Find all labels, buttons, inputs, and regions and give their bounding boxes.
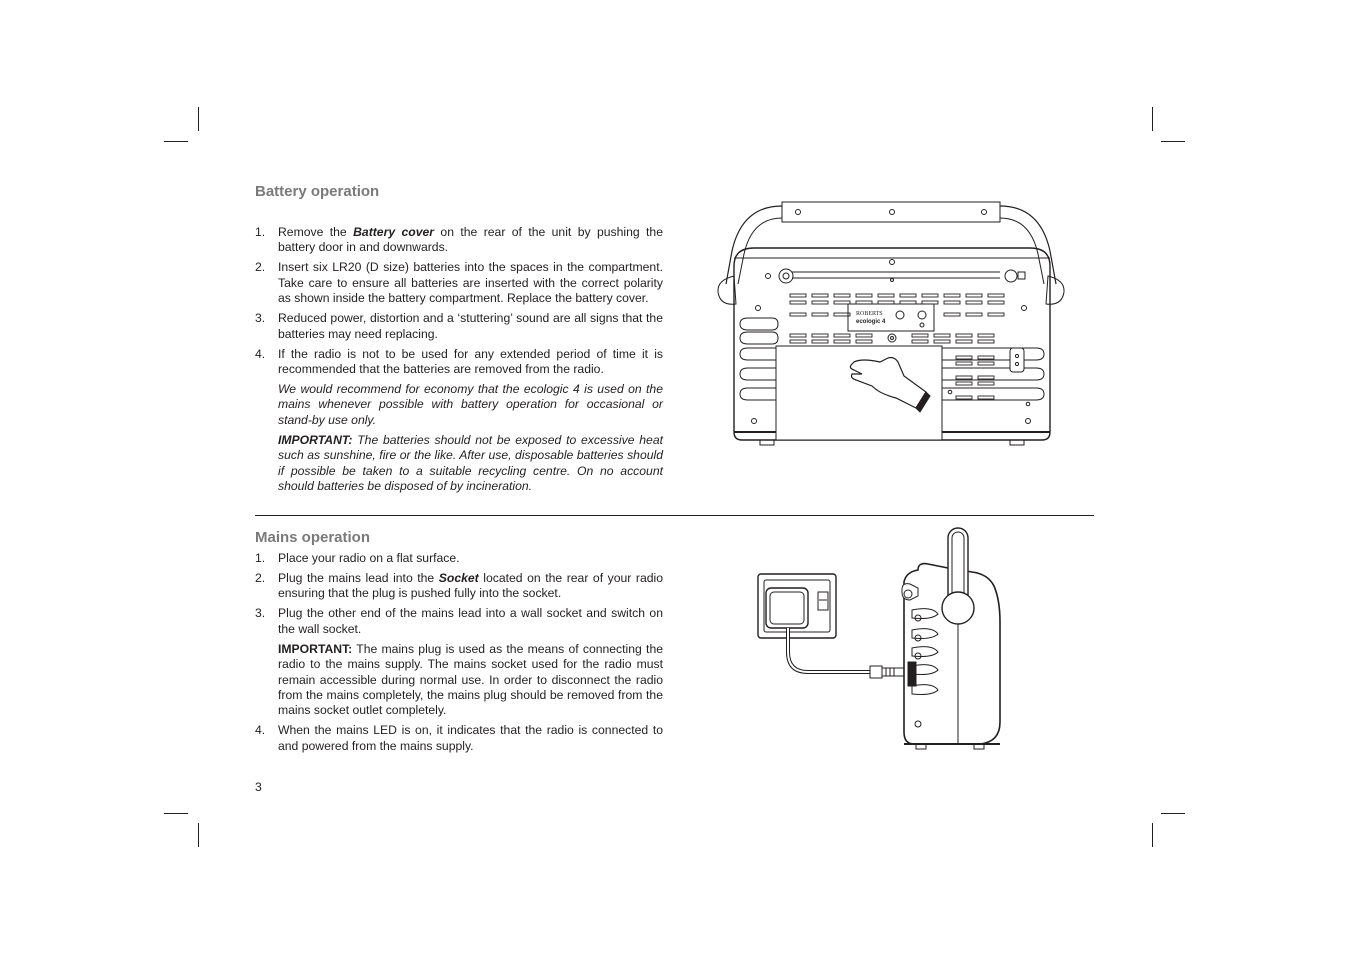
section-divider bbox=[255, 515, 1094, 516]
crop-mark bbox=[1161, 813, 1185, 814]
battery-cover-term: Battery cover bbox=[353, 225, 435, 239]
brand-label: ROBERTS bbox=[856, 311, 883, 317]
list-item: 3. Plug the other end of the mains lead … bbox=[255, 606, 663, 718]
crop-mark bbox=[1152, 107, 1153, 131]
list-item: 2. Plug the mains lead into the Socket l… bbox=[255, 571, 664, 601]
item-number: 4. bbox=[255, 346, 266, 361]
crop-mark bbox=[164, 813, 188, 814]
item-number: 2. bbox=[255, 571, 266, 585]
list-item: 1. Place your radio on a flat surface. bbox=[255, 551, 460, 565]
crop-mark bbox=[1152, 823, 1153, 847]
list-item: 2. Insert six LR20 (D size) batteries in… bbox=[255, 260, 663, 306]
battery-important-note: IMPORTANT: The batteries should not be e… bbox=[278, 432, 663, 494]
item-number: 3. bbox=[255, 311, 266, 326]
list-item: 3. Reduced power, distortion and a ‘stut… bbox=[255, 311, 663, 341]
radio-rear-illustration: ROBERTS ecologic 4 bbox=[717, 201, 1065, 446]
list-item: 1. Remove the Battery cover on the rear … bbox=[255, 225, 663, 255]
item-number: 2. bbox=[255, 260, 266, 275]
model-label: ecologic 4 bbox=[856, 319, 886, 325]
socket-term: Socket bbox=[438, 571, 479, 585]
crop-mark bbox=[164, 141, 188, 142]
item-number: 4. bbox=[255, 723, 266, 738]
item-number: 3. bbox=[255, 606, 266, 621]
battery-steps: 1. Remove the Battery cover on the rear … bbox=[255, 225, 663, 499]
crop-mark bbox=[1161, 141, 1185, 142]
list-item: 4. If the radio is not to be used for an… bbox=[255, 346, 663, 494]
mains-heading: Mains operation bbox=[255, 529, 371, 546]
item-number: 1. bbox=[255, 551, 266, 565]
list-item: 4. When the mains LED is on, it indicate… bbox=[255, 723, 663, 753]
item-number: 1. bbox=[255, 225, 266, 239]
crop-mark bbox=[198, 823, 199, 847]
page-number: 3 bbox=[255, 780, 262, 794]
economy-note: We would recommend for economy that the … bbox=[278, 382, 663, 427]
radio-mains-illustration bbox=[757, 527, 1001, 750]
mains-steps: 1. Place your radio on a flat surface. 2… bbox=[255, 551, 663, 759]
mains-important-note: IMPORTANT: The mains plug is used as the… bbox=[278, 641, 663, 718]
battery-heading: Battery operation bbox=[255, 183, 380, 200]
crop-mark bbox=[198, 107, 199, 131]
